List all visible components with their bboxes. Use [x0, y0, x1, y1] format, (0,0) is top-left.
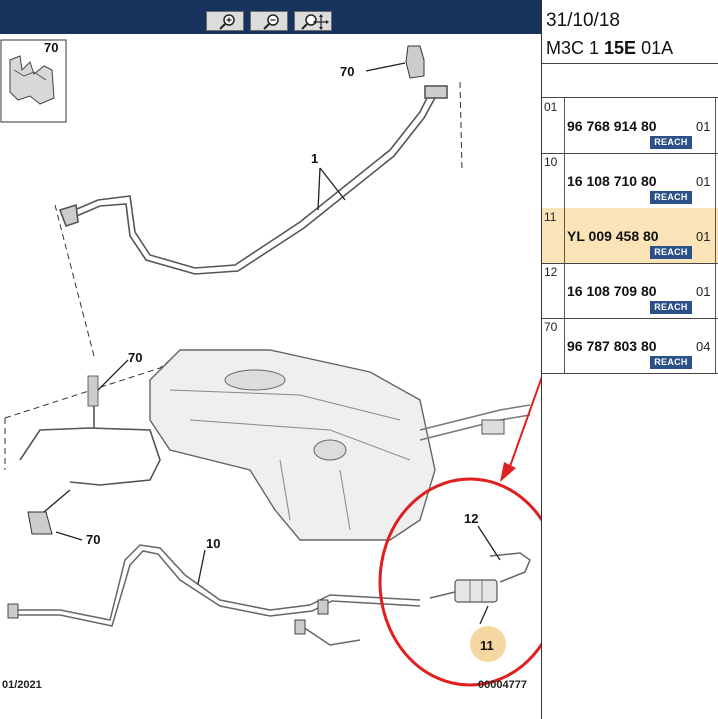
reach-badge: REACH	[650, 301, 692, 314]
row-divider	[542, 318, 718, 319]
ref-label-70-inset: 70	[44, 40, 58, 55]
reach-badge: REACH	[650, 191, 692, 204]
parts-row-quantity: 01	[696, 229, 711, 244]
row-divider	[542, 373, 718, 374]
zoom-out-button[interactable]	[250, 11, 288, 31]
table-top-line	[542, 97, 718, 98]
parts-row-part-number: YL 009 458 80	[567, 228, 659, 244]
reach-badge: REACH	[650, 136, 692, 149]
ref-label-10: 10	[206, 536, 220, 551]
ref-label-70-top: 70	[340, 64, 354, 79]
reach-badge: REACH	[650, 246, 692, 259]
ref-label-70-mid: 70	[128, 350, 142, 365]
column-divider-ref	[564, 98, 565, 373]
parts-row-ref: 01	[544, 100, 558, 114]
column-divider-end	[715, 98, 716, 373]
panel-divider	[541, 0, 542, 719]
fuel-pipe-10	[15, 544, 421, 646]
parts-diagram: 70 70 1 70 70 10 12 11 01/2021 00004777	[0, 34, 541, 719]
fuel-tank	[149, 349, 531, 541]
parts-row-part-number: 96 787 803 80	[567, 338, 657, 354]
magnifier-minus-icon	[263, 14, 279, 30]
fuel-pipe-1	[58, 85, 448, 275]
ref-label-11: 11	[480, 638, 494, 653]
highlight-arrow	[507, 376, 541, 473]
footer-reference: 00004777	[478, 679, 527, 691]
magnifier-move-icon	[301, 14, 329, 30]
magnifier-plus-icon	[219, 14, 235, 30]
ref-label-1: 1	[311, 151, 318, 166]
highlight-circle	[378, 477, 541, 687]
row-divider	[542, 263, 718, 264]
header-divider	[542, 63, 718, 64]
footer-date: 01/2021	[2, 679, 42, 691]
fuel-pipe-12	[429, 552, 531, 599]
fuel-filter-11	[454, 579, 498, 603]
parts-row-part-number: 16 108 710 80	[567, 173, 657, 189]
catalog-code-suffix: 01A	[636, 38, 674, 58]
catalog-date: 31/10/18	[546, 10, 620, 31]
callout-bubble	[470, 626, 506, 662]
parts-row-quantity: 01	[696, 174, 711, 189]
ref-label-70-bottom: 70	[86, 532, 100, 547]
parts-row-quantity: 04	[696, 339, 711, 354]
parts-row-part-number: 16 108 709 80	[567, 283, 657, 299]
clip-inset	[0, 39, 67, 123]
parts-row-ref: 10	[544, 155, 558, 169]
reach-badge: REACH	[650, 356, 692, 369]
zoom-move-button[interactable]	[294, 11, 332, 31]
parts-row-ref: 11	[544, 210, 557, 224]
zoom-in-button[interactable]	[206, 11, 244, 31]
parts-row-ref: 70	[544, 320, 558, 334]
catalog-code: M3C 1 15E 01A	[546, 38, 673, 59]
row-divider	[542, 153, 718, 154]
ref-label-12: 12	[464, 511, 478, 526]
catalog-code-group: 15E	[604, 38, 637, 58]
parts-row-quantity: 01	[696, 119, 711, 134]
fuel-system-illustration: 70 70 1 70 70 10 12 11	[0, 39, 541, 687]
parts-row-ref: 12	[544, 265, 558, 279]
diagram-toolbar	[0, 0, 541, 34]
parts-row-part-number: 96 768 914 80	[567, 118, 657, 134]
parts-row-quantity: 01	[696, 284, 711, 299]
catalog-code-prefix: M3C 1	[546, 38, 605, 58]
